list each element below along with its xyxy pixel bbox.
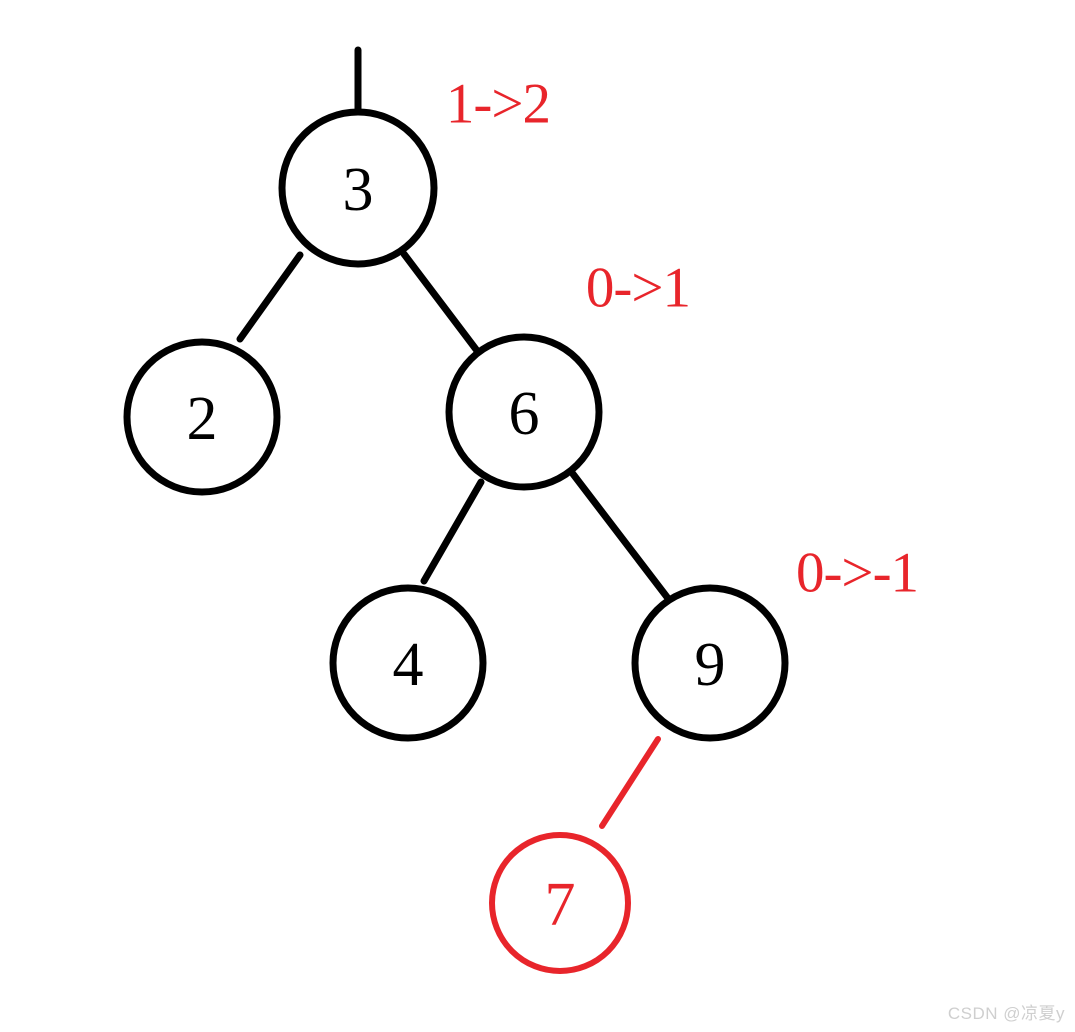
node-value-7: 7: [545, 871, 576, 939]
tree-node-2[interactable]: 2: [123, 338, 281, 496]
tree-node-4[interactable]: 4: [329, 584, 487, 742]
nodes-layer: 3 2 6 4 9 7: [123, 108, 789, 974]
node-value-3: 3: [343, 156, 374, 224]
node-circle-3: [278, 108, 438, 268]
annotations-layer: 1->2 0->1 0->-1: [446, 73, 919, 605]
node-value-4: 4: [393, 631, 424, 699]
tree-node-3[interactable]: 3: [278, 108, 438, 268]
node-circle-4: [329, 584, 487, 742]
node-circle-9: [631, 584, 789, 742]
balance-annotation-n9: 0->-1: [796, 542, 918, 605]
tree-node-9[interactable]: 9: [631, 584, 789, 742]
node-circle-6: [445, 333, 603, 491]
tree-node-7[interactable]: 7: [489, 832, 631, 974]
node-circle-7: [489, 832, 631, 974]
tree-edge-e-6-9: [569, 470, 674, 605]
tree-edge-e-3-6: [400, 250, 482, 356]
node-value-9: 9: [695, 631, 726, 699]
tree-edge-e-3-2: [236, 251, 304, 343]
node-value-2: 2: [187, 385, 218, 453]
node-circle-2: [123, 338, 281, 496]
node-value-6: 6: [509, 380, 540, 448]
edges-layer: [236, 46, 674, 829]
tree-edge-e-6-4: [420, 478, 485, 585]
balance-annotation-n3: 1->2: [446, 73, 550, 136]
csdn-watermark: CSDN @凉夏y: [947, 1004, 1065, 1023]
tree-edge-e-9-7: [599, 736, 661, 829]
tree-node-6[interactable]: 6: [445, 333, 603, 491]
balance-annotation-n6: 0->1: [586, 257, 690, 320]
